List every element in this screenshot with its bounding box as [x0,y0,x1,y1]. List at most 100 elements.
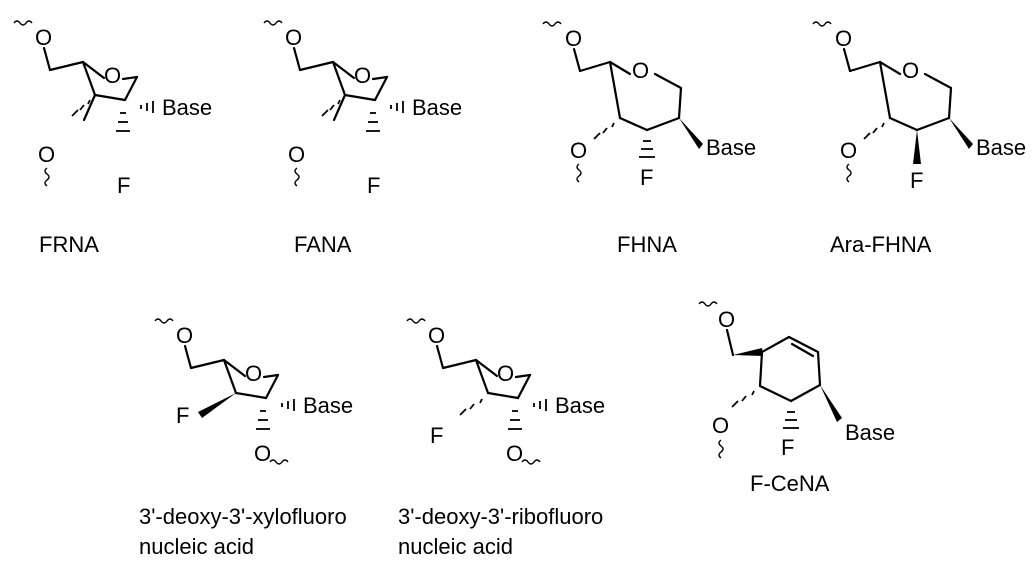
wavy-bond [576,163,582,183]
hash-bond [872,127,878,134]
hash-bond [321,109,329,117]
bond [758,350,764,388]
hash-bond [593,132,601,140]
bond [121,75,139,81]
caption-f-cena: F-CeNA [750,471,830,496]
bond [816,350,822,387]
wavy-bond [846,163,852,183]
hash-bond [87,99,91,105]
wavy-bond [718,439,724,459]
wavy-bond [269,459,289,465]
caption-ara-fhna: Ara-FHNA [830,232,932,257]
bond [608,60,632,76]
bond [514,373,532,379]
atom-oxygen: O [428,323,445,348]
bond [760,335,791,354]
bond [645,116,681,132]
atom-base: Base [303,393,353,418]
bond [677,86,683,120]
wavy-bond [812,21,832,27]
hash-bond [479,398,483,404]
atom-base: Base [976,135,1026,160]
wavy-bond [263,20,283,26]
bond [222,358,238,395]
atom-oxygen: O [285,25,302,50]
bond [848,60,882,73]
bond [371,75,389,81]
atom-fluorine: F [781,435,794,460]
atom-oxygen: O [718,307,735,332]
atom-oxygen: O [497,361,514,386]
atom-oxygen: O [38,142,55,167]
atom-oxygen: O [288,142,305,167]
structure-fhna: O O Base O F [542,21,756,190]
atom-oxygen: O [176,323,193,348]
bond [878,60,902,76]
bond [474,358,499,378]
atom-base: Base [412,95,462,120]
bond [789,383,822,403]
bond [572,47,582,73]
wavy-bond [542,21,562,27]
bond [81,60,97,97]
atom-oxygen: O [354,63,371,88]
atom-base: Base [845,420,895,445]
wedge-bond [913,130,921,164]
atom-oxygen: O [506,441,523,466]
bond [486,391,520,400]
atom-oxygen: O [254,441,271,466]
hash-bond [79,104,85,111]
bond [298,60,335,72]
wedge-bond [733,348,763,356]
wedge-bond [820,385,842,422]
wavy-bond [13,20,33,26]
caption-xylofluoro-line-2: nucleic acid [139,534,254,559]
bond [516,373,532,400]
atom-fluorine: F [430,423,443,448]
bond [42,46,52,72]
hash-bond [337,99,341,105]
bond [608,60,622,120]
bond [758,384,793,403]
atom-base: Base [162,95,212,120]
atom-fluorine: F [640,165,653,190]
atom-oxygen: O [245,361,262,386]
wavy-bond [521,459,541,465]
bond [947,86,953,120]
hash-bond [71,109,79,117]
bond [262,373,280,379]
structure-ribofluoro: O O Base F O [406,318,605,466]
bond [234,391,268,400]
atom-oxygen: O [565,26,582,51]
bond [878,60,892,120]
bond [923,72,953,90]
bond [373,75,389,102]
bond [474,358,490,395]
hash-bond [741,395,747,402]
wedge-bond [949,118,973,149]
atom-oxygen: O [35,25,52,50]
wavy-bond [44,167,50,187]
bond [332,93,347,122]
caption-xylofluoro-line-1: 3'-deoxy-3'-xylofluoro [139,504,347,529]
atom-oxygen: O [632,58,649,83]
atom-base: Base [706,135,756,160]
atom-base: Base [555,393,605,418]
wavy-bond [698,301,718,307]
bond [331,60,356,80]
bond [331,60,347,97]
atom-fluorine: F [176,403,189,428]
bond [183,344,193,370]
wavy-bond [154,318,174,324]
hash-bond [602,127,608,134]
hash-bond [731,400,739,408]
bond [343,93,377,102]
structure-frna: O O Base O F [13,20,212,198]
atom-oxygen: O [835,26,852,51]
bond [48,60,85,72]
wavy-bond [406,318,426,324]
structure-fana: O O Base O F [263,20,462,198]
bond [787,335,820,354]
structure-xylofluoro: O O Base F O [154,318,353,466]
